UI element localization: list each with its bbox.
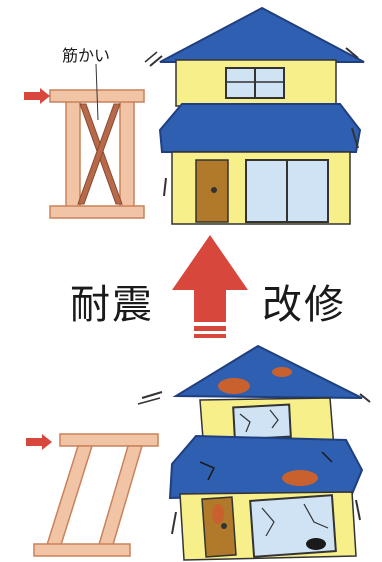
deformed-frame-icon bbox=[33, 433, 159, 557]
brace-leader-line bbox=[95, 63, 99, 121]
stable-house-icon bbox=[144, 6, 365, 225]
retrofit-word-left: 耐震 bbox=[70, 282, 154, 328]
braced-frame-icon bbox=[49, 89, 145, 219]
brace-label: 筋かい bbox=[62, 46, 111, 65]
retrofit-word-right: 改修 bbox=[262, 282, 346, 328]
push-arrow-icon bbox=[24, 88, 50, 104]
up-arrow-icon bbox=[172, 235, 248, 338]
push-arrow-icon bbox=[26, 434, 52, 450]
damaged-house-icon bbox=[137, 344, 371, 561]
